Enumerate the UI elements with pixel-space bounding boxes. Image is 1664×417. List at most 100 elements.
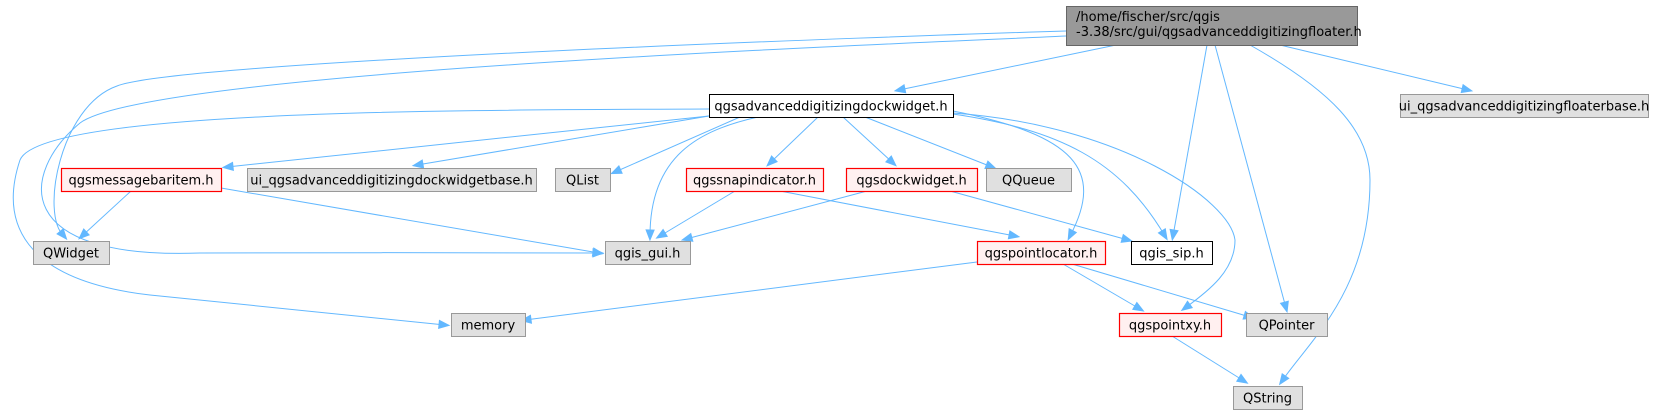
node-pointlocator[interactable]: qgspointlocator.h (976, 240, 1107, 266)
edge-line (41, 35, 1067, 254)
edge-dock-to-pointlocator (952, 110, 1085, 241)
node-qwidget: QWidget (33, 241, 110, 265)
node-label: qgis_sip.h (1139, 247, 1203, 262)
edge-dock-to-memory (12, 108, 710, 330)
edge-dock-to-qgisgui (645, 116, 759, 242)
edge-line (649, 116, 759, 237)
node-label: QString (1243, 392, 1292, 407)
node-memory: memory (451, 313, 526, 337)
node-box (976, 240, 1107, 266)
node-label: qgsdockwidget.h (856, 174, 966, 189)
edge-line (952, 112, 1236, 309)
edge-dock-to-qlist (610, 116, 741, 175)
node-label: ui_qgsadvanceddigitizingfloaterbase.h (1399, 100, 1649, 115)
edge-line (769, 116, 819, 164)
edge-root-to-qgisgui (41, 35, 1067, 258)
edge-arrowhead (893, 84, 907, 94)
edge-dockwidget-to-qgissip (949, 190, 1134, 243)
edge-root-to-qwidget (53, 30, 1067, 241)
node-box (1131, 241, 1213, 265)
edge-line (842, 116, 894, 164)
edge-arrowhead (56, 227, 68, 241)
edge-arrowhead (591, 247, 605, 257)
edge-line (1214, 44, 1287, 309)
node-box (709, 94, 954, 118)
node-qgissip[interactable]: qgis_sip.h (1131, 241, 1213, 265)
edge-line (53, 30, 1067, 237)
edge-line (898, 44, 1117, 91)
edge-line (524, 261, 978, 321)
edge-root-to-qstring (1249, 44, 1371, 386)
edge-arrowhead (645, 229, 655, 242)
edge-line (1249, 44, 1371, 382)
edge-arrowhead (1169, 228, 1179, 242)
edge-pointlocator-to-qpointer (1071, 263, 1256, 320)
edge-root-to-qgissip (1169, 44, 1208, 242)
node-label: -3.38/src/gui/qgsadvanceddigitizingfloat… (1076, 25, 1362, 40)
node-snap[interactable]: qgssnapindicator.h (685, 167, 825, 193)
node-box (60, 167, 223, 193)
edge-line (952, 110, 1085, 237)
edge-arrowhead (438, 319, 451, 330)
edge-line (659, 190, 736, 237)
edge-line (1071, 263, 1251, 318)
node-msgbar[interactable]: qgsmessagebaritem.h (60, 167, 223, 193)
edge-dock-to-snap (766, 116, 819, 167)
edge-dockwidget-to-qgisgui (680, 190, 868, 242)
edge-arrowhead (1131, 301, 1145, 312)
edge-dock-to-qgissip (952, 113, 1168, 241)
node-dockwidget[interactable]: qgsdockwidget.h (845, 167, 979, 193)
node-label: qgssnapindicator.h (693, 174, 816, 189)
edge-line (1172, 44, 1208, 237)
node-qstring: QString (1233, 386, 1303, 410)
edge-line (949, 190, 1129, 241)
edge-line (416, 115, 710, 166)
edge-arrowhead (1180, 300, 1194, 312)
edge-arrowhead (1460, 83, 1474, 94)
node-label: qgis_gui.h (615, 247, 681, 262)
node-box (986, 168, 1072, 192)
node-root[interactable]: /home/fischer/src/qgis-3.38/src/gui/qgsa… (1066, 6, 1362, 46)
edge-line (1062, 263, 1141, 310)
edge-snap-to-qgisgui (655, 190, 736, 239)
edge-arrowhead (411, 159, 425, 169)
node-qqueue: QQueue (986, 168, 1072, 192)
edge-arrowhead (78, 228, 90, 240)
edge-dock-to-pointxy (952, 112, 1236, 312)
edge-arrowhead (1067, 228, 1078, 241)
edge-line (779, 190, 1016, 237)
edge-arrowhead (1235, 373, 1249, 384)
edge-snap-to-pointlocator (779, 190, 1021, 240)
nodes-layer: /home/fischer/src/qgis-3.38/src/gui/qgsa… (33, 6, 1649, 410)
node-label: memory (461, 319, 516, 334)
node-label: qgspointxy.h (1129, 319, 1211, 334)
node-box (605, 241, 691, 265)
node-qlist: QList (555, 168, 611, 192)
edge-arrowhead (1278, 372, 1290, 386)
edge-arrowhead (610, 165, 623, 175)
edge-arrowhead (984, 160, 997, 170)
edge-line (864, 116, 993, 168)
node-pointxy[interactable]: qgspointxy.h (1118, 312, 1223, 338)
node-box (1400, 94, 1649, 118)
node-dock[interactable]: qgsadvanceddigitizingdockwidget.h (709, 94, 954, 118)
edge-arrowhead (655, 228, 669, 239)
node-box (1066, 6, 1358, 46)
edge-pointlocator-to-memory (519, 261, 978, 324)
edge-root-to-qpointer (1214, 44, 1289, 314)
edge-arrowhead (221, 161, 234, 172)
edge-line (12, 108, 710, 326)
edge-arrowhead (1007, 230, 1021, 240)
node-box (1118, 312, 1223, 338)
node-label: QWidget (43, 247, 99, 262)
node-box (685, 167, 825, 193)
edge-pointxy-to-qstring (1171, 335, 1249, 384)
node-dockbase: ui_qgsadvanceddigitizingdockwidgetbase.h (247, 168, 537, 192)
node-box (451, 313, 526, 337)
node-label: qgsadvanceddigitizingdockwidget.h (714, 100, 947, 115)
node-box (1246, 313, 1328, 337)
edge-line (220, 187, 600, 254)
edge-dock-to-dockwidget (842, 116, 897, 167)
node-box (247, 168, 537, 192)
node-box (33, 241, 110, 265)
